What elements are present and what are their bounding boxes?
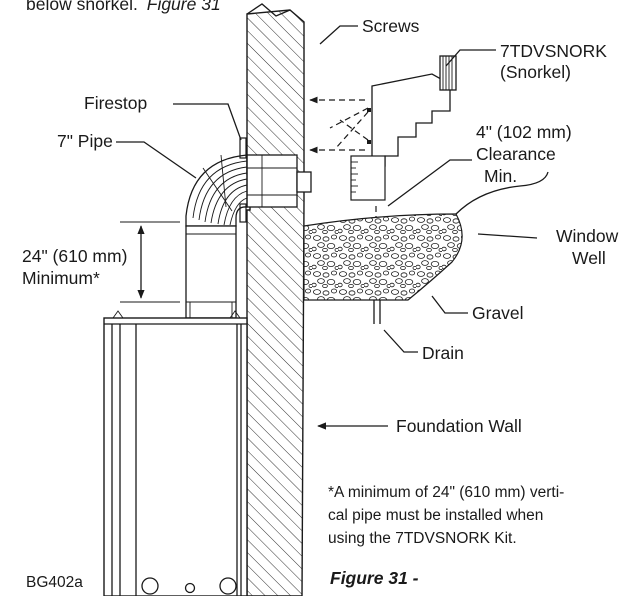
figure-caption: Figure 31 - <box>330 568 419 588</box>
clearance-label-line3: Min. <box>484 166 517 186</box>
snorkel <box>350 55 457 201</box>
header-text: below snorkel. Figure 31 <box>26 0 221 14</box>
firestop <box>239 137 247 223</box>
window-well-label-line1: Window <box>556 226 619 246</box>
snorkel-label-line2: (Snorkel) <box>500 62 571 82</box>
appliance <box>103 310 248 596</box>
minimum-label-line1: 24" (610 mm) <box>22 246 127 266</box>
note-line2: cal pipe must be installed when <box>328 507 543 524</box>
pipe-elbow <box>185 154 248 227</box>
pipe-label: 7" Pipe <box>57 131 113 151</box>
vertical-pipe <box>185 225 237 319</box>
grade-line <box>455 171 549 215</box>
firestop-label: Firestop <box>84 93 147 113</box>
wall-broken-edge <box>246 3 291 17</box>
gravel-label: Gravel <box>472 303 524 323</box>
clearance-label-line1: 4" (102 mm) <box>476 122 572 142</box>
drain-label: Drain <box>422 343 464 363</box>
foundation-wall <box>246 9 305 596</box>
note-line3: using the 7TDVSNORK Kit. <box>328 530 517 547</box>
drawing-code: BG402a <box>26 574 83 591</box>
drain <box>373 300 381 324</box>
gravel-bed <box>303 213 463 301</box>
clearance-label-line2: Clearance <box>476 144 556 164</box>
minimum-label-line2: Minimum* <box>22 268 100 288</box>
leader-lines <box>116 25 538 430</box>
dimension-24in <box>120 221 180 303</box>
screws-label: Screws <box>362 16 420 36</box>
horizontal-pipe <box>246 154 312 208</box>
snorkel-label-line1: 7TDVSNORK <box>500 41 607 61</box>
window-well-label-line2: Well <box>572 248 606 268</box>
foundation-wall-label: Foundation Wall <box>396 416 522 436</box>
note-line1: *A minimum of 24" (610 mm) verti- <box>328 484 564 501</box>
